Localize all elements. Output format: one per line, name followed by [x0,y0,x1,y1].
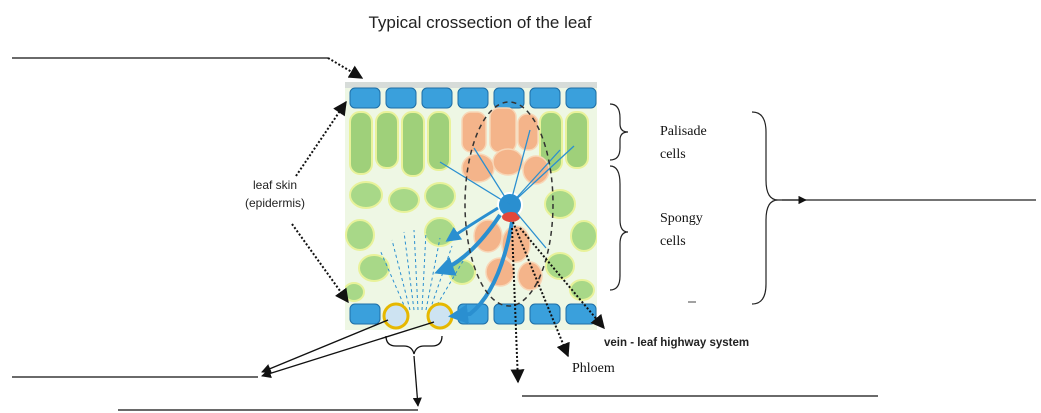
epidermis-label: (epidermis) [245,196,305,210]
cuticle [345,80,597,88]
leaf-illustration [344,80,597,330]
diagram-title: Typical crossection of the leaf [368,13,591,32]
label-line-cuticle [12,58,362,78]
spongy-label: Spongy [660,211,703,226]
palisade-brace [610,104,628,160]
palisade-label: Palisade [660,124,707,139]
stoma-brace [386,336,442,406]
upper-epidermis [350,88,596,108]
vein-label: vein - leaf highway system [604,337,749,349]
phloem-label: Phloem [572,361,615,376]
spongy-brace [610,166,628,290]
spongy-cells-label: cells [660,234,686,249]
mesophyll-brace [752,112,1036,304]
leaf-skin-label: leaf skin [253,178,297,192]
palisade-cells-label: cells [660,147,686,162]
